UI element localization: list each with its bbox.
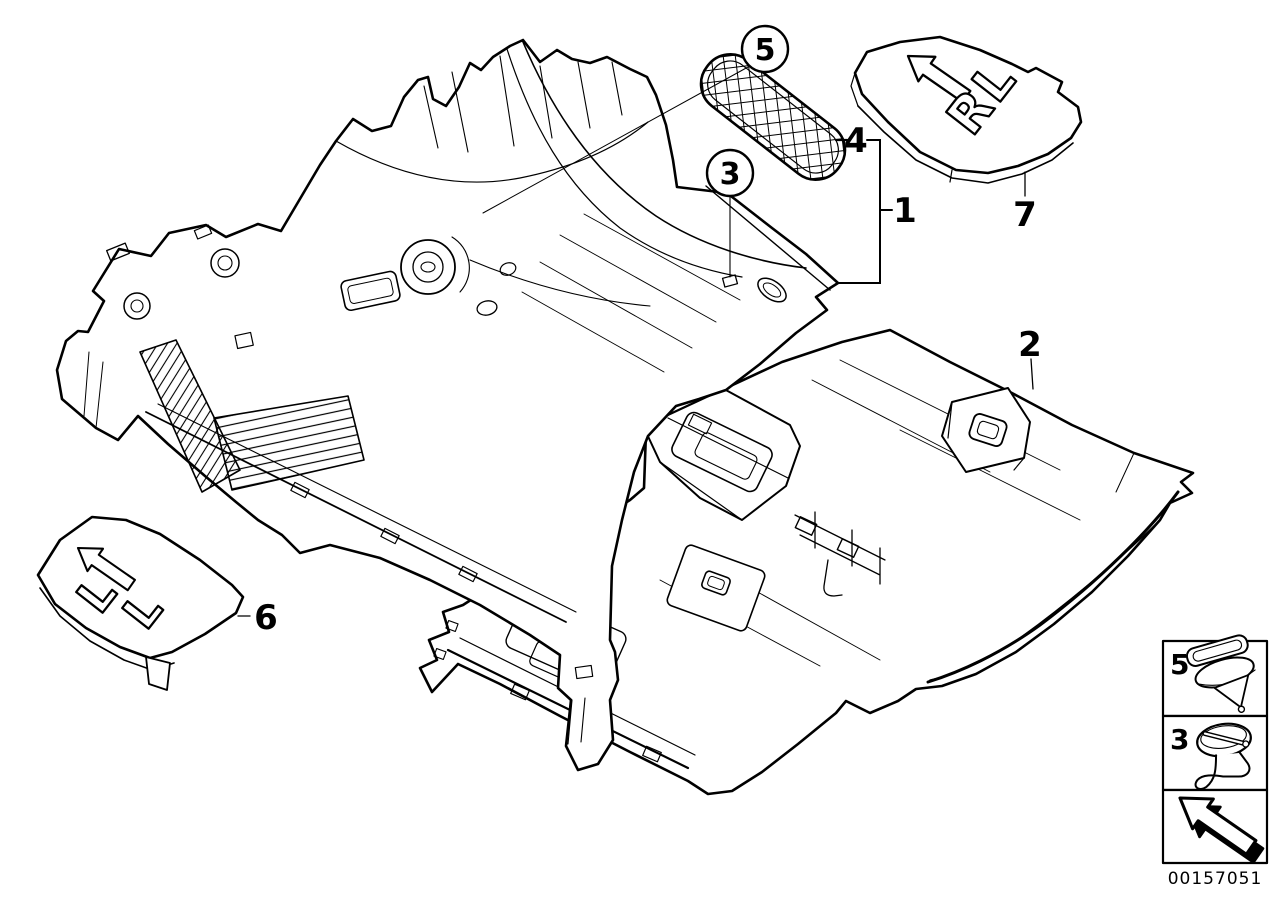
footrest-plate-right: RL xyxy=(850,35,1083,184)
callout-1-label: 1 xyxy=(893,191,917,231)
callout-7[interactable]: 7 xyxy=(1013,171,1037,235)
callout-4-label: 4 xyxy=(844,121,868,161)
callout-4[interactable]: 4 xyxy=(834,121,868,161)
legend-label-5: 5 xyxy=(1170,648,1189,681)
ribbed-heel-pad xyxy=(213,395,365,491)
callout-6-label: 6 xyxy=(254,598,278,638)
round-head-clip-icon xyxy=(1194,722,1252,790)
callout-3[interactable]: 3 xyxy=(705,148,755,278)
footrest-plate-left: L L xyxy=(36,515,245,691)
legend-panel: 5 3 xyxy=(1161,634,1269,865)
callout-2-label: 2 xyxy=(1018,325,1042,365)
expanding-rivet-clip-icon xyxy=(1185,634,1256,713)
callout-1[interactable]: 1 xyxy=(838,139,917,284)
callouts-layer: 5 3 4 1 2 7 6 xyxy=(237,24,1042,638)
callout-2[interactable]: 2 xyxy=(1018,325,1042,390)
mesh-net-insert-part xyxy=(699,53,847,181)
front-carpet-outline xyxy=(55,38,840,772)
front-floor-covering-part xyxy=(55,38,840,772)
callout-3-label: 3 xyxy=(720,157,741,192)
legend-label-3: 3 xyxy=(1170,723,1189,756)
drawing-number: 00157051 xyxy=(1168,869,1263,889)
callout-7-label: 7 xyxy=(1013,195,1037,235)
callout-6[interactable]: 6 xyxy=(237,598,278,638)
callout-5[interactable]: 5 xyxy=(482,24,790,214)
callout-5-label: 5 xyxy=(755,33,776,68)
